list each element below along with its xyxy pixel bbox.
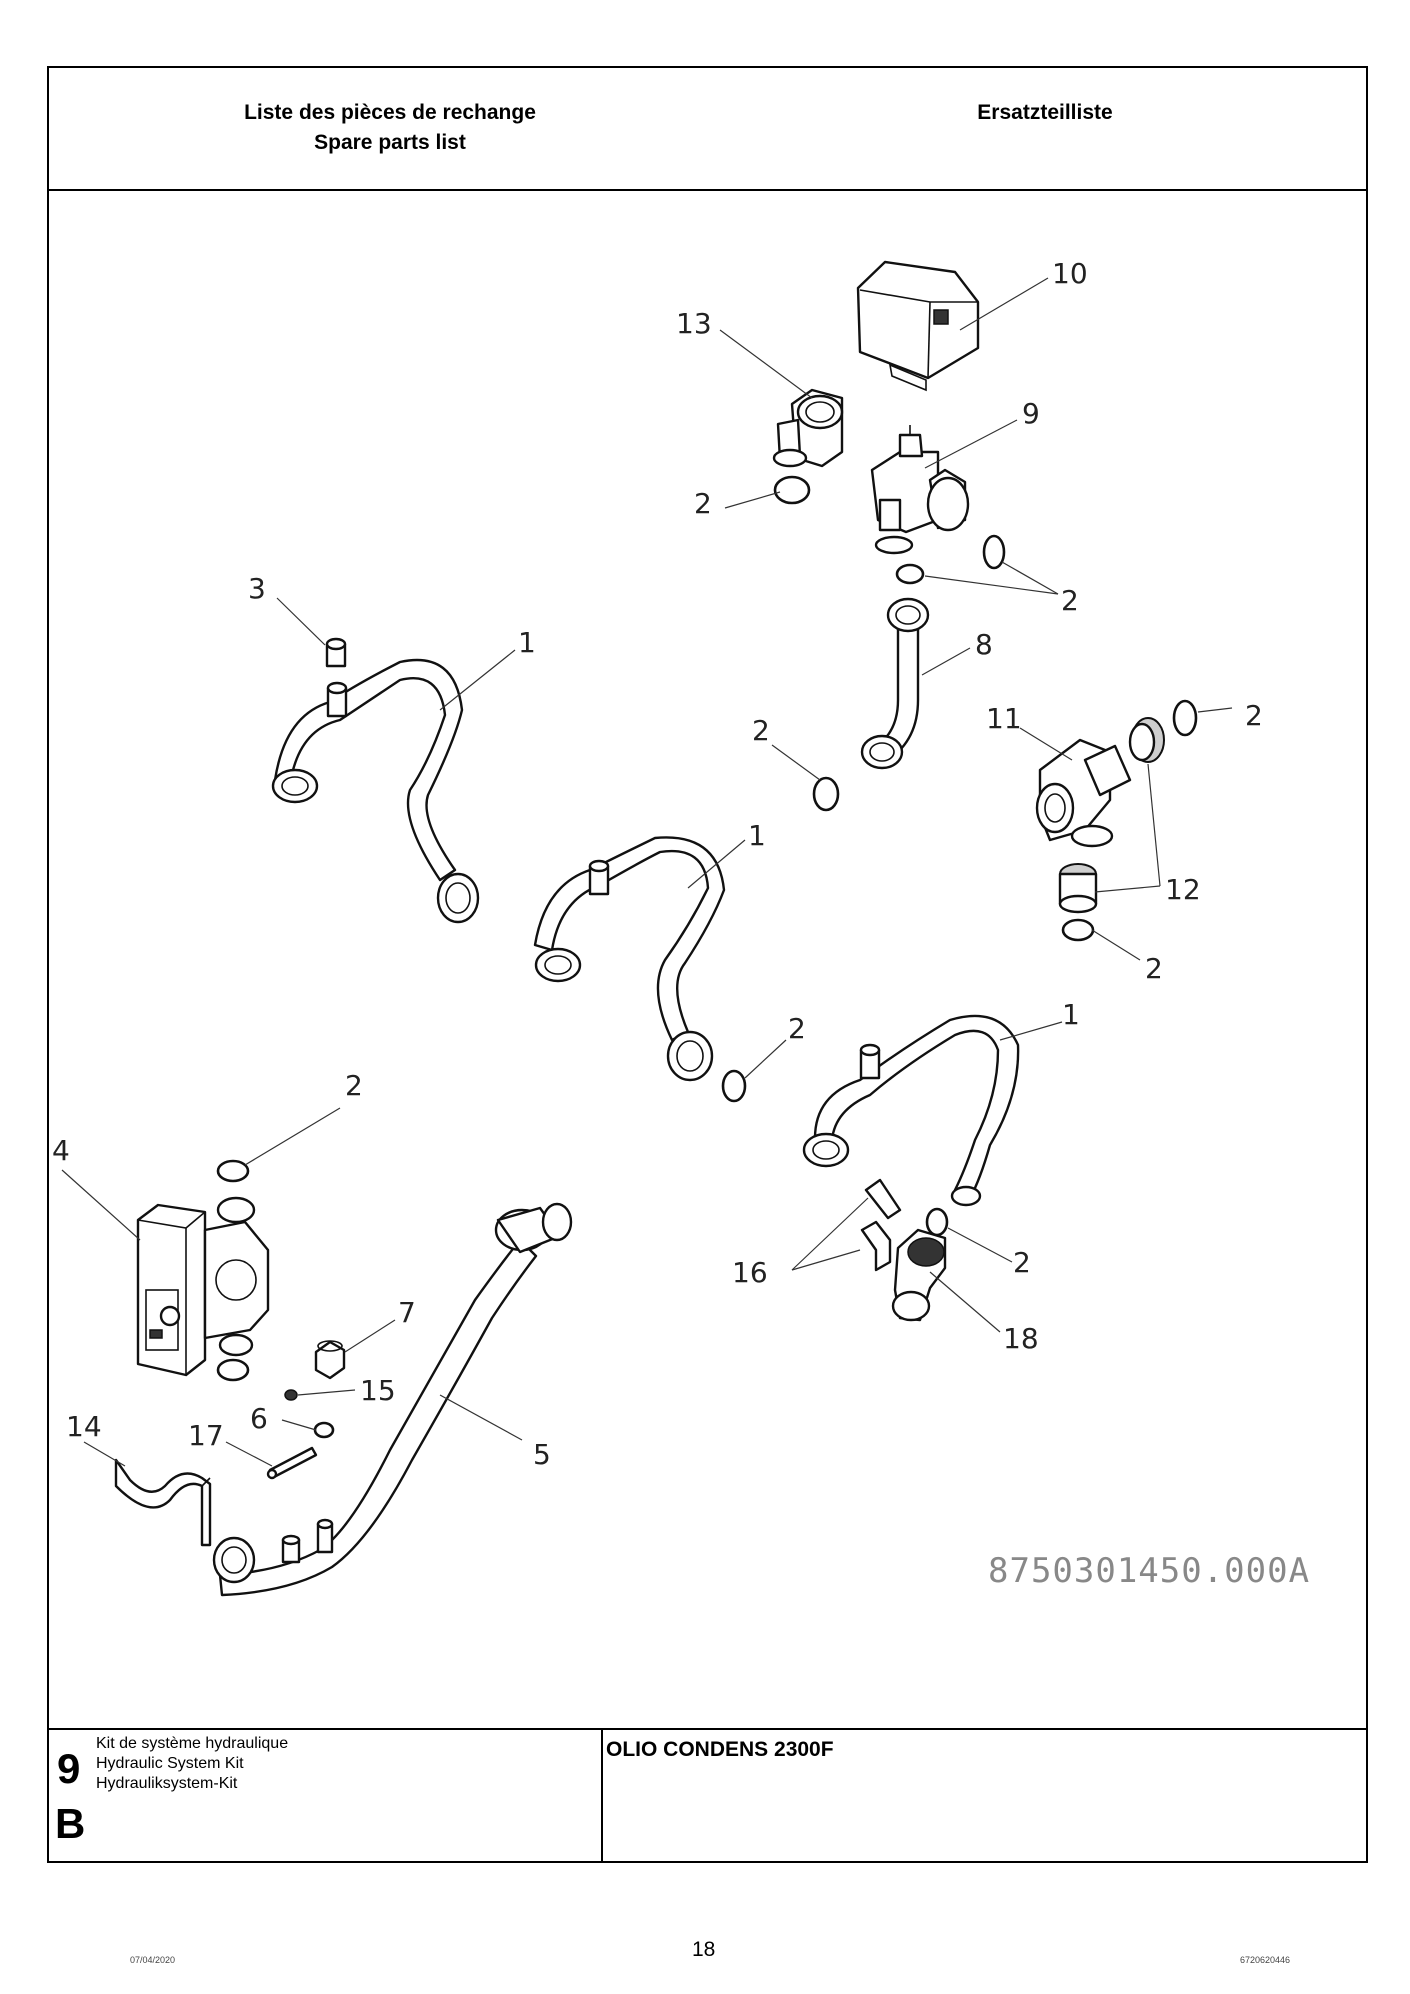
header-title-fr: Liste des pièces de rechange bbox=[244, 101, 536, 124]
callout-13: 13 bbox=[676, 307, 712, 340]
callout-2: 2 bbox=[788, 1012, 806, 1045]
header-title-en: Spare parts list bbox=[314, 131, 466, 154]
page-date: 07/04/2020 bbox=[130, 1955, 176, 1965]
callout-1: 1 bbox=[518, 626, 536, 659]
leader-lines bbox=[61, 277, 1233, 1467]
seal-ring bbox=[773, 475, 811, 505]
callout-4: 4 bbox=[52, 1134, 70, 1167]
callout-10: 10 bbox=[1052, 257, 1088, 290]
seal-ring bbox=[895, 563, 925, 585]
header-title-fr-en: Liste des pièces de rechange Spare parts… bbox=[165, 98, 615, 158]
actuator-motor bbox=[856, 260, 980, 392]
kit-name-fr: Kit de système hydraulique bbox=[96, 1735, 289, 1752]
kit-name-de: Hydrauliksystem-Kit bbox=[96, 1775, 238, 1792]
seal-ring bbox=[812, 776, 840, 812]
bent-pipe bbox=[860, 597, 930, 770]
callout-2: 2 bbox=[752, 714, 770, 747]
kit-number: 9 bbox=[57, 1745, 81, 1792]
footer-column-divider bbox=[601, 1728, 603, 1863]
callout-16: 16 bbox=[732, 1256, 768, 1289]
small-o-ring bbox=[284, 1389, 298, 1401]
callout-1: 1 bbox=[1062, 998, 1080, 1031]
callout-11: 11 bbox=[986, 702, 1022, 735]
seal-ring bbox=[721, 1069, 747, 1103]
model-name: OLIO CONDENS 2300F bbox=[606, 1738, 834, 1761]
callout-18: 18 bbox=[1003, 1322, 1039, 1355]
callout-7: 7 bbox=[398, 1296, 416, 1329]
callout-8: 8 bbox=[975, 628, 993, 661]
connecting-pipe-middle bbox=[533, 836, 726, 1082]
washer bbox=[313, 1421, 335, 1439]
callout-2: 2 bbox=[1145, 952, 1163, 985]
callout-5: 5 bbox=[533, 1438, 551, 1471]
page-number: 18 bbox=[692, 1938, 716, 1961]
callout-2: 2 bbox=[345, 1069, 363, 1102]
nipple-lower bbox=[1058, 863, 1098, 914]
seal-ring bbox=[216, 1358, 250, 1382]
seal-ring bbox=[925, 1207, 949, 1237]
callout-2: 2 bbox=[1245, 699, 1263, 732]
three-way-valve bbox=[870, 425, 970, 555]
callout-15: 15 bbox=[360, 1374, 396, 1407]
callout-6: 6 bbox=[250, 1402, 268, 1435]
footer-divider bbox=[47, 1728, 1368, 1730]
spring-pin bbox=[266, 1446, 318, 1480]
seal-ring bbox=[1061, 918, 1095, 942]
mounting-bracket bbox=[114, 1458, 212, 1547]
callout-2: 2 bbox=[1013, 1246, 1031, 1279]
callout-2: 2 bbox=[1061, 584, 1079, 617]
elbow-connector bbox=[891, 1228, 947, 1322]
retaining-clips bbox=[860, 1178, 902, 1272]
elbow-fitting bbox=[772, 388, 844, 468]
kit-letter: B bbox=[55, 1800, 86, 1847]
seal-ring bbox=[982, 534, 1006, 570]
seal-ring bbox=[216, 1159, 250, 1183]
connecting-pipe-left bbox=[271, 658, 480, 924]
plug-cap bbox=[325, 637, 347, 668]
connecting-pipe-right bbox=[802, 1014, 1020, 1207]
nipple-upper bbox=[1128, 717, 1165, 763]
circulation-pump bbox=[136, 1196, 270, 1377]
sealing-cap bbox=[314, 1340, 346, 1380]
long-pipe bbox=[212, 1202, 573, 1597]
header-divider bbox=[47, 189, 1368, 191]
callout-12: 12 bbox=[1165, 873, 1201, 906]
callout-17: 17 bbox=[188, 1419, 224, 1452]
callout-2: 2 bbox=[694, 487, 712, 520]
header-title-de: Ersatzteilliste bbox=[977, 101, 1113, 124]
drawing-number: 8750301450.000A bbox=[988, 1551, 1310, 1591]
callout-numbers: 10 13 9 2 2 8 2 2 11 12 2 3 1 1 2 1 2 16… bbox=[52, 257, 1263, 1471]
callout-9: 9 bbox=[1022, 397, 1040, 430]
seal-ring bbox=[1172, 699, 1198, 737]
kit-name-en: Hydraulic System Kit bbox=[96, 1755, 244, 1772]
document-number: 6720620446 bbox=[1240, 1955, 1291, 1965]
callout-14: 14 bbox=[66, 1410, 102, 1443]
callout-3: 3 bbox=[248, 572, 266, 605]
callout-1: 1 bbox=[748, 819, 766, 852]
page-frame bbox=[47, 66, 1368, 1863]
tee-fitting bbox=[1035, 738, 1132, 848]
